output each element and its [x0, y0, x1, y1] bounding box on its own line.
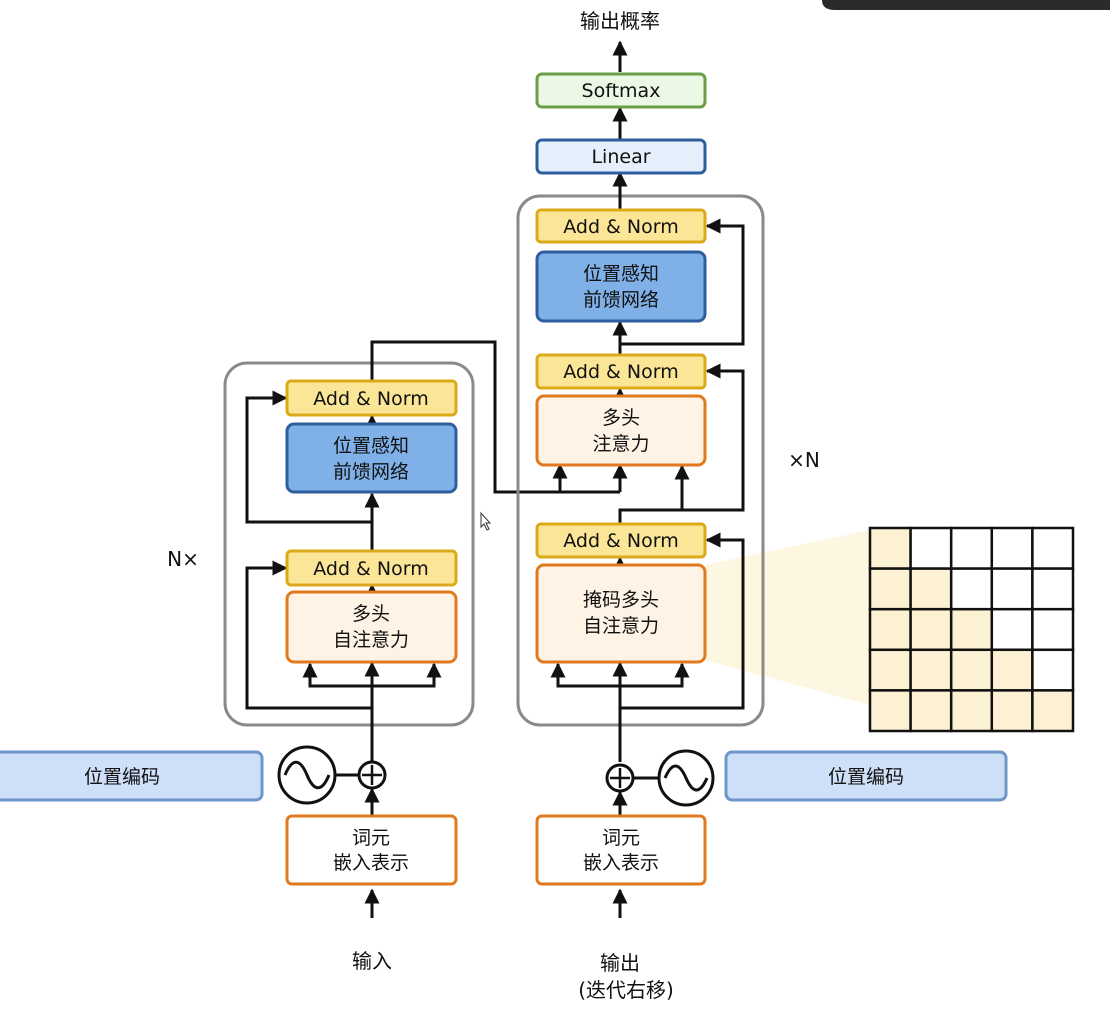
mask-cell — [949, 607, 994, 652]
mask-cell — [868, 689, 912, 733]
encoder-embedding-line1: 词元 — [352, 827, 390, 849]
encoder-add-norm-bottom — [285, 549, 458, 587]
encoder-embedding-line2: 嵌入表示 — [333, 852, 409, 874]
mask-cell — [1031, 526, 1075, 570]
decoder-embedding — [535, 814, 707, 886]
decoder-cross-attn-line2: 注意力 — [592, 433, 649, 455]
mask-cell — [909, 526, 953, 570]
decoder-repeat-label: ×N — [788, 448, 820, 472]
encoder-repeat-label: N× — [167, 547, 199, 571]
decoder-stack-box — [516, 194, 765, 727]
mask-cell — [909, 607, 953, 652]
mask-cell — [1031, 607, 1075, 652]
mask-cell — [990, 526, 1034, 570]
mask-cell — [868, 567, 912, 611]
decoder-ffn — [535, 250, 707, 323]
encoder-connections — [245, 340, 628, 918]
decoder-add-norm-bottom-label: Add & Norm — [563, 530, 679, 552]
mask-cell — [949, 526, 994, 570]
output-probability-label: 输出概率 — [580, 9, 660, 33]
softmax-block — [535, 72, 707, 109]
decoder-add-norm-top — [535, 208, 707, 244]
encoder-add-norm-bottom-label: Add & Norm — [313, 558, 429, 580]
mask-cell — [868, 648, 912, 692]
encoder-add-norm-top-label: Add & Norm — [313, 388, 429, 410]
mask-cell — [949, 567, 994, 611]
mask-cell — [909, 567, 953, 611]
decoder-ffn-line2: 前馈网络 — [583, 289, 659, 311]
mask-highlight-band — [705, 530, 870, 705]
mask-cell — [990, 607, 1034, 652]
mask-cell — [1031, 689, 1075, 733]
window-edge — [822, 0, 1110, 10]
mask-matrix — [868, 526, 1075, 733]
mask-cell — [949, 648, 994, 692]
decoder-pos-encoding-label: 位置编码 — [828, 766, 904, 788]
encoder-pos-encoding — [0, 750, 264, 802]
encoder-attn-line1: 多头 — [352, 603, 390, 625]
decoder-embedding-line1: 词元 — [602, 827, 640, 849]
encoder-pos-encoding-label: 位置编码 — [84, 766, 160, 788]
encoder-ffn-line1: 位置感知 — [333, 435, 409, 457]
decoder-cross-attn-line1: 多头 — [602, 407, 640, 429]
encoder-ffn-line2: 前馈网络 — [333, 461, 409, 483]
mask-cell — [868, 607, 912, 652]
softmax-label: Softmax — [582, 80, 661, 102]
mask-cell — [909, 648, 953, 692]
decoder-cross-attention — [535, 394, 707, 467]
decoder-ffn-line1: 位置感知 — [583, 263, 659, 285]
linear-block — [535, 138, 707, 175]
output-label-line1: 输出 — [600, 951, 640, 975]
mask-cell — [868, 526, 912, 570]
linear-label: Linear — [591, 146, 650, 168]
decoder-add-norm-top-label: Add & Norm — [563, 216, 679, 238]
mask-cell — [949, 689, 994, 733]
decoder-add-norm-middle-label: Add & Norm — [563, 361, 679, 383]
mask-cell — [990, 648, 1034, 692]
input-label: 输入 — [352, 949, 392, 973]
decoder-masked-attn-line2: 自注意力 — [583, 615, 659, 637]
mask-cell — [1031, 567, 1075, 611]
encoder-attn-line2: 自注意力 — [333, 629, 409, 651]
encoder-add-norm-top — [285, 379, 458, 417]
encoder-stack-box — [223, 361, 475, 727]
mask-cell — [909, 689, 953, 733]
encoder-ffn — [285, 422, 458, 494]
encoder-embedding — [285, 814, 458, 886]
mask-cell — [990, 689, 1034, 733]
decoder-masked-attn-line1: 掩码多头 — [583, 589, 659, 611]
decoder-add-norm-bottom — [535, 522, 707, 559]
decoder-pos-encoding — [724, 750, 1008, 802]
mask-cell — [990, 567, 1034, 611]
decoder-connections — [550, 40, 745, 918]
decoder-embedding-line2: 嵌入表示 — [583, 852, 659, 874]
decoder-add-norm-middle — [535, 353, 707, 390]
output-label-line2: (迭代右移) — [578, 978, 674, 1002]
decoder-masked-attention — [535, 563, 707, 664]
mouse-cursor-icon — [480, 511, 492, 531]
mask-cell — [1031, 648, 1075, 692]
encoder-self-attention — [285, 590, 458, 664]
